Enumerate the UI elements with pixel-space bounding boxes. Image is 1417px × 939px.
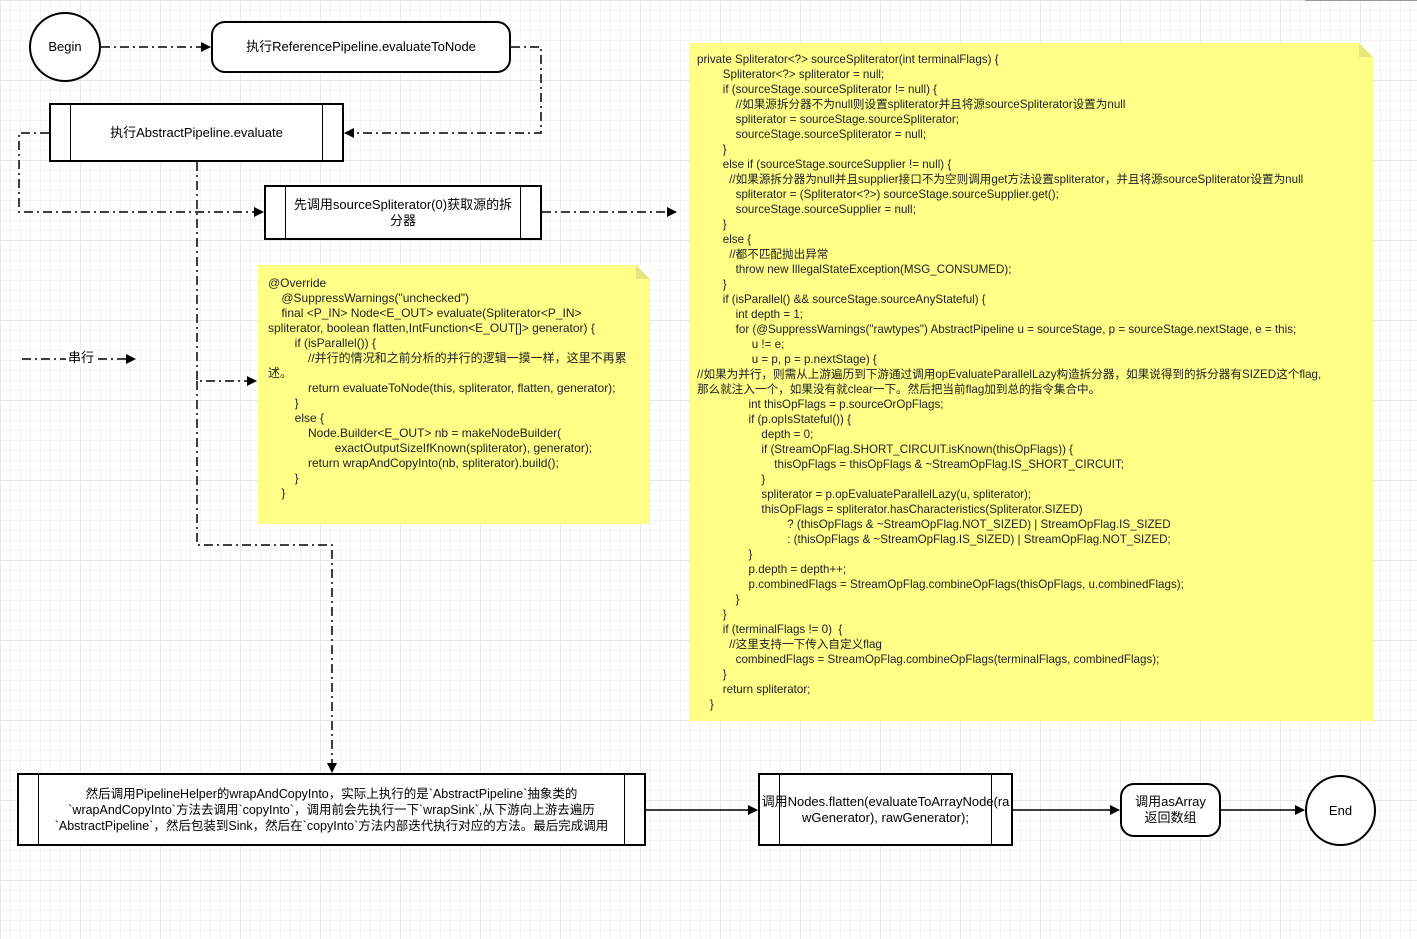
abstract-evaluate-label: 执行AbstractPipeline.evaluate <box>110 124 283 140</box>
evaluate-code-text: @Override @SuppressWarnings("unchecked")… <box>268 276 627 500</box>
wrap-and-copy-label: 然后调用PipelineHelper的wrapAndCopyInto，实际上执行… <box>54 786 609 833</box>
source-spliterator-label: 先调用sourceSpliterator(0)获取源的拆分器 <box>293 196 513 228</box>
source-spliterator-code-note: private Spliterator<?> sourceSpliterator… <box>689 43 1373 721</box>
evaluate-to-node-label: 执行ReferencePipeline.evaluateToNode <box>246 39 476 54</box>
begin-label: Begin <box>48 39 82 54</box>
abstract-evaluate-box[interactable]: 执行AbstractPipeline.evaluate <box>49 103 344 162</box>
source-spliterator-code-text: private Spliterator<?> sourceSpliterator… <box>697 53 1322 711</box>
top-edge-rule <box>1305 0 1417 1</box>
nodes-flatten-box[interactable]: 调用Nodes.flatten(evaluateToArrayNode(rawG… <box>758 773 1013 846</box>
begin-node[interactable]: Begin <box>29 12 101 82</box>
source-spliterator-box[interactable]: 先调用sourceSpliterator(0)获取源的拆分器 <box>264 185 542 240</box>
as-array-label: 调用asArray返回数组 <box>1135 794 1206 825</box>
note-fold-corner <box>1359 43 1373 57</box>
evaluate-to-node-box[interactable]: 执行ReferencePipeline.evaluateToNode <box>211 21 511 73</box>
evaluate-code-note: @Override @SuppressWarnings("unchecked")… <box>258 265 650 524</box>
edge-abstract-evaluate-to-wrap-and-copy <box>196 381 337 773</box>
end-label: End <box>1328 802 1353 818</box>
edge-abstract-evaluate-to-source-spliterator <box>18 132 264 217</box>
edge-abstract-evaluate-to-evaluate-note <box>196 162 257 386</box>
as-array-box[interactable]: 调用asArray返回数组 <box>1120 783 1221 837</box>
legend-label: 串行 <box>66 350 97 366</box>
end-node[interactable]: End <box>1305 775 1376 846</box>
nodes-flatten-label: 调用Nodes.flatten(evaluateToArrayNode(rawG… <box>761 793 1010 825</box>
legend: 串行 <box>22 349 142 369</box>
wrap-and-copy-box[interactable]: 然后调用PipelineHelper的wrapAndCopyInto，实际上执行… <box>17 773 646 846</box>
note-fold-corner <box>636 265 650 279</box>
edge-evaluate-to-node-to-abstract-evaluate <box>344 46 542 138</box>
